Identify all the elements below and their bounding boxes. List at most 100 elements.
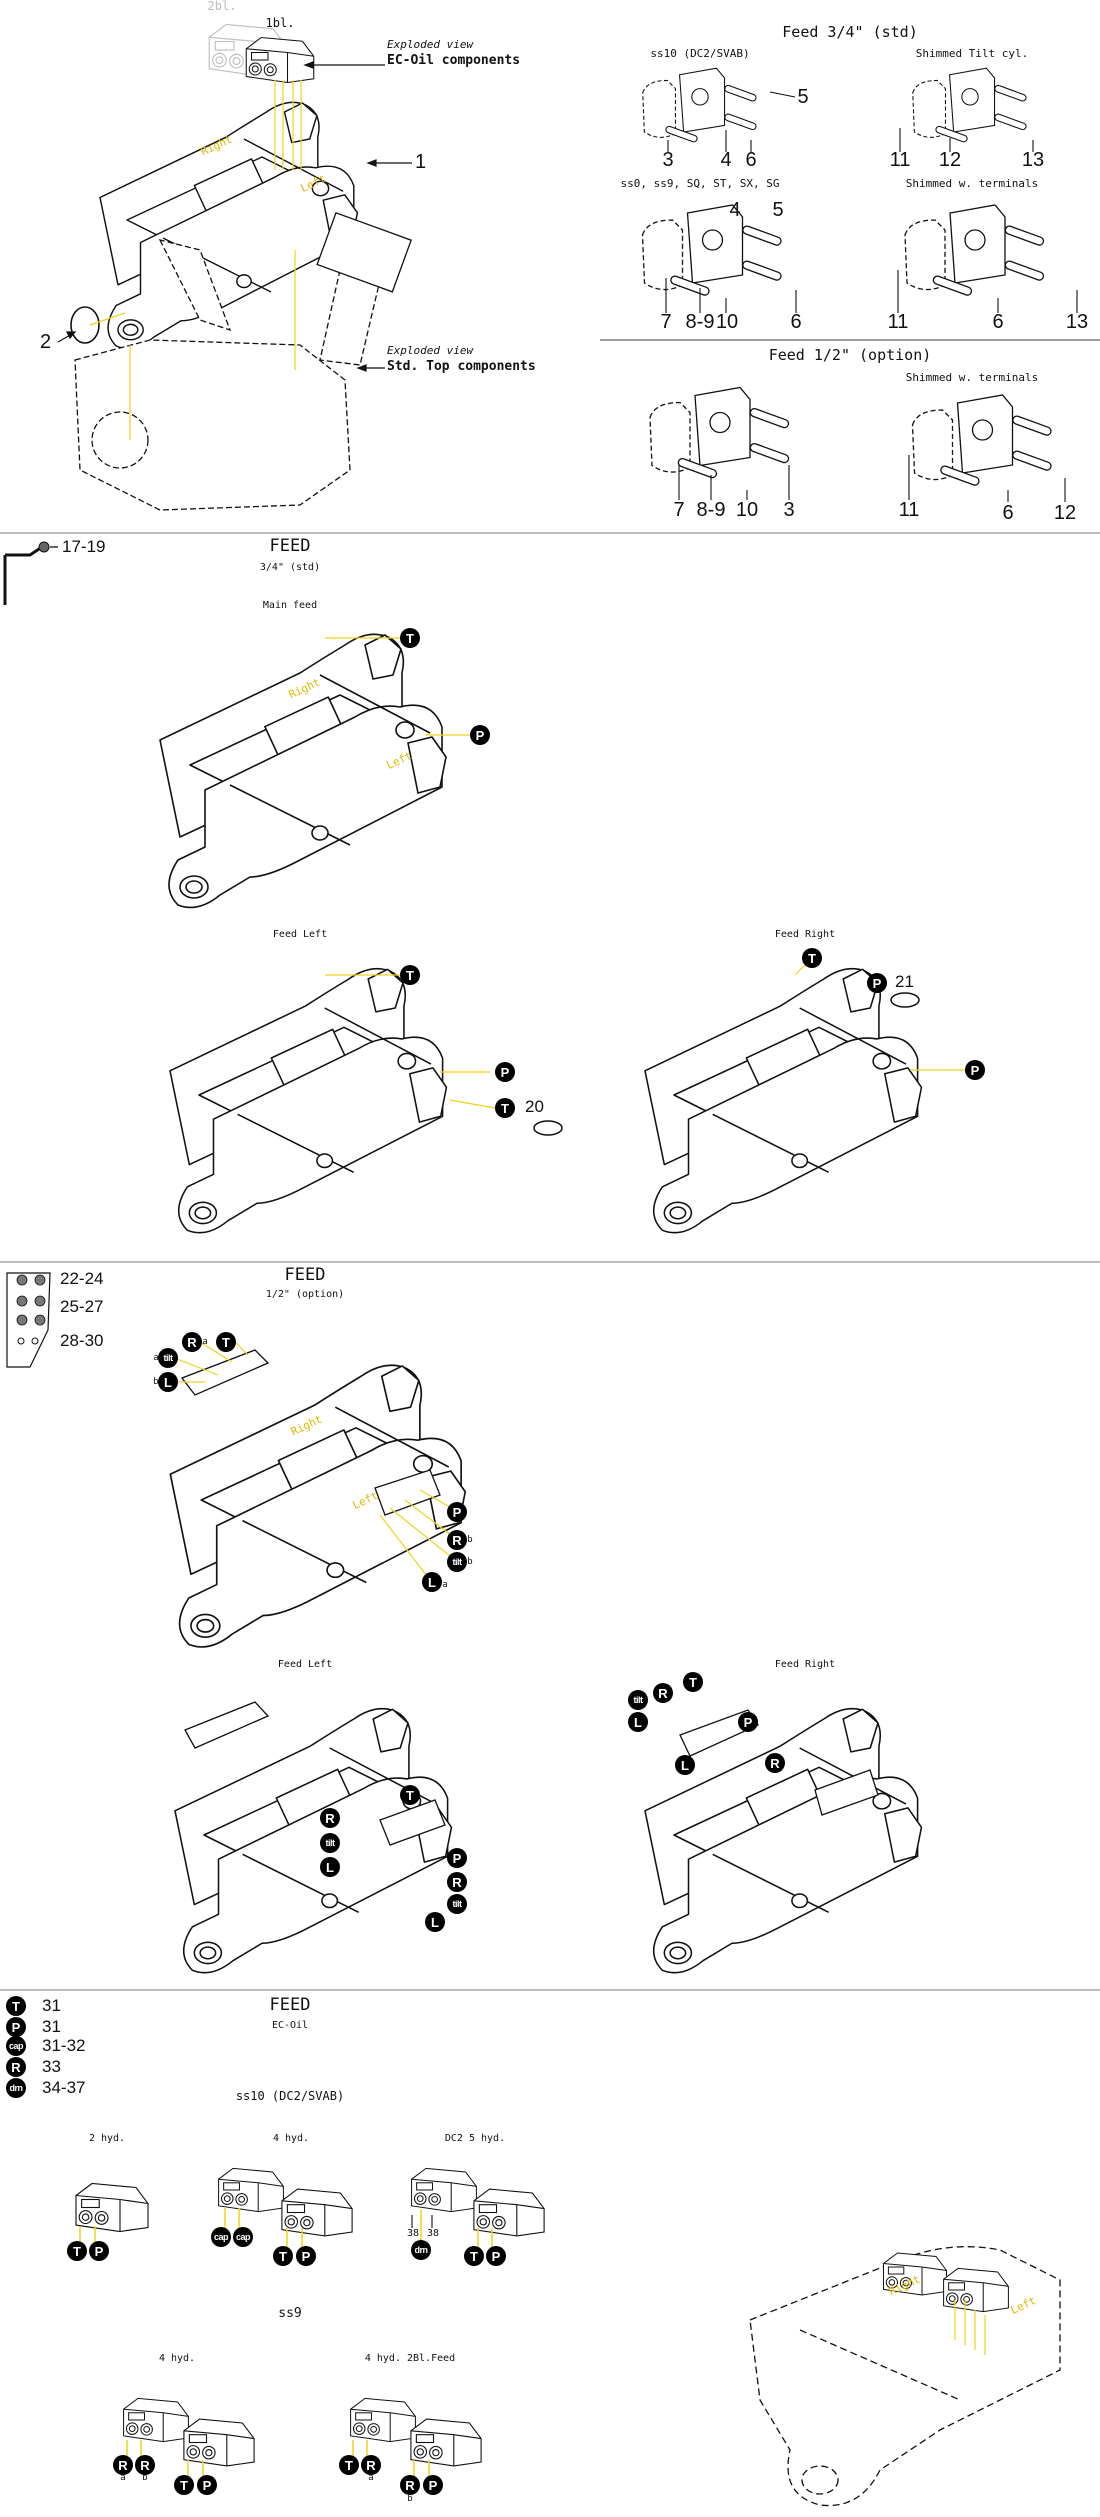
badge-t: T [400,628,420,648]
part-number: 10 [715,311,739,333]
part-number: 6 [992,311,1004,333]
ss10-label: ss10 (DC2/SVAB) [235,2089,345,2103]
badge-r: R [320,1808,340,1828]
badge-p: P [296,2246,316,2266]
callout-22-24: 22-24 [60,1269,104,1288]
badge-r: R [400,2475,420,2495]
part-number: 3 [783,499,795,521]
main-feed-label: Main feed [262,600,318,611]
part-number: 11 [889,149,911,171]
feed-std-drawings [3,541,965,1234]
section-title: FEED [269,1995,311,2015]
badge-tilt: tilt [158,1348,178,1368]
badge-tilt: tilt [447,1894,467,1914]
part-number: 12 [1053,502,1077,524]
port-suffix: b [153,1377,159,1387]
part-number: 8-9 [685,311,715,333]
section-title: FEED [284,1265,326,1285]
badge-p: P [486,2246,506,2266]
badge-drn: drn [411,2240,431,2260]
port-suffix: a [368,2473,374,2483]
port-suffix: b [407,2494,413,2504]
section-subtitle: EC-Oil [271,2020,309,2031]
callout-20: 20 [525,1097,544,1116]
callout-25-27: 25-27 [60,1297,104,1316]
part-number: 11 [898,499,920,521]
ec-oil-drawings [75,2167,1061,2507]
label-2bl: 2bl. [207,0,237,13]
part-number: 5 [797,86,809,108]
badge-r: R [765,1753,785,1773]
badge-cap: cap [233,2227,253,2247]
part-number: 13 [1065,311,1089,333]
ss9-hyd4-label: 4 hyd. [158,2353,196,2364]
feed-option-drawings [6,1272,923,1974]
badge-t: T [400,965,420,985]
badge-l: L [675,1755,695,1775]
ss9-label: ss9 [278,2306,302,2321]
port-suffix: b [467,1557,473,1567]
badge-p: P [197,2475,217,2495]
badge-tilt: tilt [628,1690,648,1710]
part-number: 7 [673,499,685,521]
shimmed-tilt-label: Shimmed Tilt cyl. [915,47,1029,60]
badge-p: P [447,1848,467,1868]
badge-r: R [361,2455,381,2475]
hyd2-label: 2 hyd. [88,2133,126,2144]
hyd4-label: 4 hyd. [272,2133,310,2144]
ec-oil-components-label: EC-Oil components [387,53,521,68]
part-number: 3 [662,149,674,171]
badge-tilt: tilt [320,1833,340,1853]
legend-parts: 34-37 [42,2078,86,2097]
legend-parts: 31 [42,2017,61,2036]
badge-l: L [158,1372,178,1392]
section-subtitle: 1/2" (option) [265,1289,345,1300]
badge-cap: cap [211,2227,231,2247]
badge-t: T [174,2475,194,2495]
part-38: 38 [426,2228,440,2239]
badge-r: R [6,2057,26,2077]
badge-r: R [653,1683,673,1703]
feed-std-subassemblies [600,67,1100,502]
shimmed-terminals-label: Shimmed w. terminals [905,177,1039,190]
ss10-label: ss10 (DC2/SVAB) [650,47,750,60]
feed-left-label: Feed Left [277,1659,333,1670]
port-suffix: b [142,2473,148,2483]
part-number: 13 [1021,149,1045,171]
part-number: 11 [887,311,909,333]
dc2-hyd5-label: DC2 5 hyd. [444,2133,506,2144]
part-number: 12 [938,149,962,171]
callout-28-30: 28-30 [60,1331,104,1350]
part-number: 5 [772,199,784,221]
badge-p: P [867,973,887,993]
part-number: 6 [790,311,802,333]
badge-p: P [738,1712,758,1732]
badge-l: L [628,1712,648,1732]
badge-p: P [965,1060,985,1080]
legend-parts: 33 [42,2057,61,2076]
callout-1: 1 [415,151,427,173]
ss0-label: ss0, ss9, SQ, ST, SX, SG [620,177,780,190]
badge-t: T [683,1672,703,1692]
part-number: 4 [729,199,741,221]
badge-t: T [802,948,822,968]
badge-t: T [339,2455,359,2475]
feed-right-label: Feed Right [774,1659,836,1670]
badge-t: T [400,1785,420,1805]
badge-t: T [464,2246,484,2266]
part-number: 7 [660,311,672,333]
badge-r: R [447,1530,467,1550]
badge-t: T [67,2241,87,2261]
badge-p: P [495,1062,515,1082]
section-subtitle: 3/4" (std) [259,562,321,573]
std-top-components-label: Std. Top components [387,359,536,374]
badge-cap: cap [6,2036,26,2056]
part-number: 10 [735,499,759,521]
badge-p: P [447,1502,467,1522]
badge-tilt: tilt [447,1552,467,1572]
badge-l: L [320,1857,340,1877]
port-suffix: a [153,1353,159,1363]
badge-drn: drn [6,2078,26,2098]
badge-r: R [447,1872,467,1892]
port-suffix: a [120,2473,126,2483]
